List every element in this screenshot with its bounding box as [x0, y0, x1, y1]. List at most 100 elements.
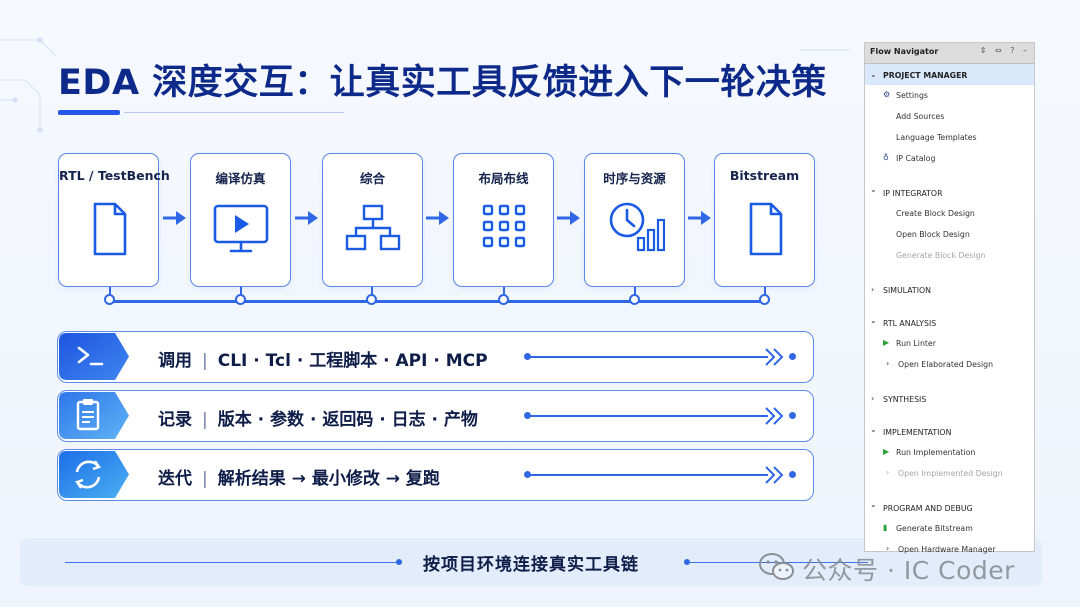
row-body: 解析结果 → 最小修改 → 复跑 — [217, 469, 440, 489]
bottom-banner: 按项目环境连接真实工具链 — [20, 538, 1042, 586]
flow-step-synthesis: 综合 — [322, 153, 423, 287]
row-separator: | — [202, 410, 208, 430]
chevron-down-icon[interactable]: ⌄ — [870, 425, 877, 434]
row-body: CLI · Tcl · 工程脚本 · API · MCP — [217, 351, 488, 371]
chevron-down-icon[interactable]: ⌄ — [870, 500, 877, 509]
flow-step-place-route: 布局布线 — [453, 153, 554, 287]
chevron-down-icon[interactable]: ⌄ — [870, 185, 877, 194]
selected-row-highlight — [865, 64, 1034, 85]
arrow-right-icon — [295, 211, 318, 225]
nav-generate-bitstream[interactable]: Generate Bitstream — [896, 524, 973, 533]
flow-step-compile-sim: 编译仿真 — [190, 153, 291, 287]
arrow-right-icon — [688, 211, 711, 225]
row-separator: | — [202, 469, 208, 489]
nav-open-block-design[interactable]: Open Block Design — [896, 230, 970, 239]
section-synthesis[interactable]: SYNTHESIS — [883, 395, 927, 404]
timeline-node — [366, 294, 377, 305]
section-ip-integrator[interactable]: IP INTEGRATOR — [883, 189, 943, 198]
run-icon: ▶ — [883, 447, 890, 456]
page-title: EDA 深度交互：让真实工具反馈进入下一轮决策 — [58, 63, 827, 103]
banner-dot — [684, 559, 690, 565]
row-dot — [789, 412, 796, 419]
row-key: 记录 — [158, 410, 192, 430]
timeline-stem — [109, 287, 111, 295]
nav-open-hardware-manager[interactable]: Open Hardware Manager — [898, 545, 996, 554]
banner-dot — [396, 559, 402, 565]
row-dot — [789, 353, 796, 360]
timeline-stem — [371, 287, 373, 295]
flow-step-label: 编译仿真 — [215, 171, 266, 186]
arrow-right-icon — [426, 211, 449, 225]
double-chevron-icon — [765, 466, 784, 484]
nav-create-block-design[interactable]: Create Block Design — [896, 209, 975, 218]
hierarchy-icon — [345, 204, 400, 251]
double-chevron-icon — [765, 407, 784, 425]
document-icon — [93, 202, 126, 256]
timeline-line — [110, 300, 765, 303]
timeline-node — [235, 294, 246, 305]
panel-tools[interactable]: ⇕ ⇔ ? – — [979, 46, 1030, 55]
nav-open-implemented-design: Open Implemented Design — [898, 469, 1003, 478]
bitstream-icon: ▮ — [883, 523, 888, 532]
section-project-manager[interactable]: PROJECT MANAGER — [883, 71, 968, 80]
section-program-and-debug[interactable]: PROGRAM AND DEBUG — [883, 504, 973, 513]
row-key: 调用 — [158, 351, 192, 371]
row-dot — [524, 471, 531, 478]
flow-navigator-panel: Flow Navigator ⇕ ⇔ ? – ⌄ PROJECT MANAGER… — [864, 42, 1035, 554]
section-rtl-analysis[interactable]: RTL ANALYSIS — [883, 319, 937, 328]
arrow-right-icon — [163, 211, 186, 225]
banner-text: 按项目环境连接真实工具链 — [423, 555, 639, 575]
nav-run-implementation[interactable]: Run Implementation — [896, 448, 976, 457]
flow-step-label: RTL / TestBench — [59, 168, 170, 183]
wechat-logo-icon — [759, 553, 794, 580]
chevron-down-icon[interactable]: ⌄ — [870, 316, 877, 325]
run-icon: ▶ — [883, 338, 890, 347]
clock-chart-icon — [609, 202, 665, 252]
row-dot — [524, 412, 531, 419]
nav-add-sources[interactable]: Add Sources — [896, 112, 945, 121]
nav-language-templates[interactable]: Language Templates — [896, 133, 977, 142]
flow-navigator-header: Flow Navigator ⇕ ⇔ ? – — [865, 43, 1034, 64]
row-iterate: 迭代 | 解析结果 → 最小修改 → 复跑 — [57, 449, 814, 501]
flow-step-label: 综合 — [359, 171, 385, 186]
timeline-node — [498, 294, 509, 305]
section-simulation[interactable]: SIMULATION — [883, 286, 931, 295]
chevron-right-icon[interactable]: › — [871, 285, 875, 294]
row-iterate-text: 迭代 | 解析结果 → 最小修改 → 复跑 — [158, 464, 440, 489]
chevron-right-icon[interactable]: › — [871, 394, 875, 403]
row-dot — [789, 471, 796, 478]
nav-ip-catalog[interactable]: IP Catalog — [896, 154, 936, 163]
row-line — [528, 474, 768, 476]
timeline-stem — [240, 287, 242, 295]
chevron-down-icon[interactable]: ⌄ — [870, 70, 877, 79]
document-icon — [749, 202, 782, 256]
nav-run-linter[interactable]: Run Linter — [896, 339, 936, 348]
timeline-stem — [634, 287, 636, 295]
watermark-text: 公众号 · IC Coder — [802, 556, 1015, 585]
banner-line — [688, 562, 868, 563]
row-record: 记录 | 版本 · 参数 · 返回码 · 日志 · 产物 — [57, 390, 814, 442]
row-invoke-text: 调用|CLI · Tcl · 工程脚本 · API · MCP — [158, 346, 488, 371]
nav-generate-block-design: Generate Block Design — [896, 251, 986, 260]
ip-catalog-icon: ♁ — [883, 153, 889, 162]
grid-icon — [482, 204, 525, 248]
row-key: 迭代 — [158, 469, 192, 489]
nav-open-elaborated-design[interactable]: Open Elaborated Design — [898, 360, 994, 369]
chevron-right-icon: › — [886, 468, 890, 477]
flow-step-rtl: RTL / TestBench — [58, 153, 170, 287]
row-line — [528, 415, 768, 417]
flow-step-timing-resources: 时序与资源 — [584, 153, 685, 287]
chevron-right-icon[interactable]: › — [886, 544, 890, 553]
row-body: 版本 · 参数 · 返回码 · 日志 · 产物 — [217, 410, 478, 430]
section-implementation[interactable]: IMPLEMENTATION — [883, 428, 952, 437]
flow-step-label: Bitstream — [729, 168, 800, 183]
gear-icon: ⚙ — [883, 90, 891, 99]
clipboard-icon — [59, 392, 129, 439]
flow-step-label: 布局布线 — [478, 171, 529, 186]
chevron-right-icon[interactable]: › — [886, 359, 890, 368]
nav-settings[interactable]: Settings — [896, 91, 928, 100]
timeline-node — [104, 294, 115, 305]
row-invoke: 调用|CLI · Tcl · 工程脚本 · API · MCP — [57, 331, 814, 383]
row-dot — [524, 353, 531, 360]
flow-step-bitstream: Bitstream — [714, 153, 815, 287]
